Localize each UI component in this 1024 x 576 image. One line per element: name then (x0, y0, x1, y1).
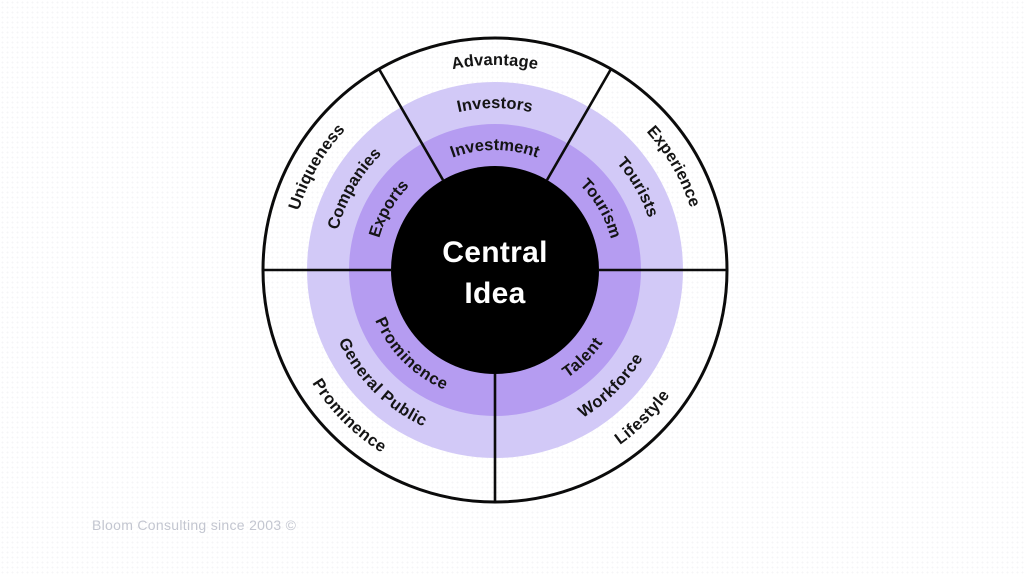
center-circle (391, 166, 599, 374)
sector-dividers (263, 68, 727, 502)
outer-ring-label-top: Advantage (450, 51, 540, 73)
center-title-line1: Central (442, 236, 547, 269)
sector-divider-top-right (545, 68, 613, 181)
credit-text: Bloom Consulting since 2003 © (92, 517, 297, 533)
sector-divider-top-left (377, 68, 445, 181)
center-title-line2: Idea (464, 277, 525, 310)
middle-ring-label-top: Investors (455, 94, 534, 116)
